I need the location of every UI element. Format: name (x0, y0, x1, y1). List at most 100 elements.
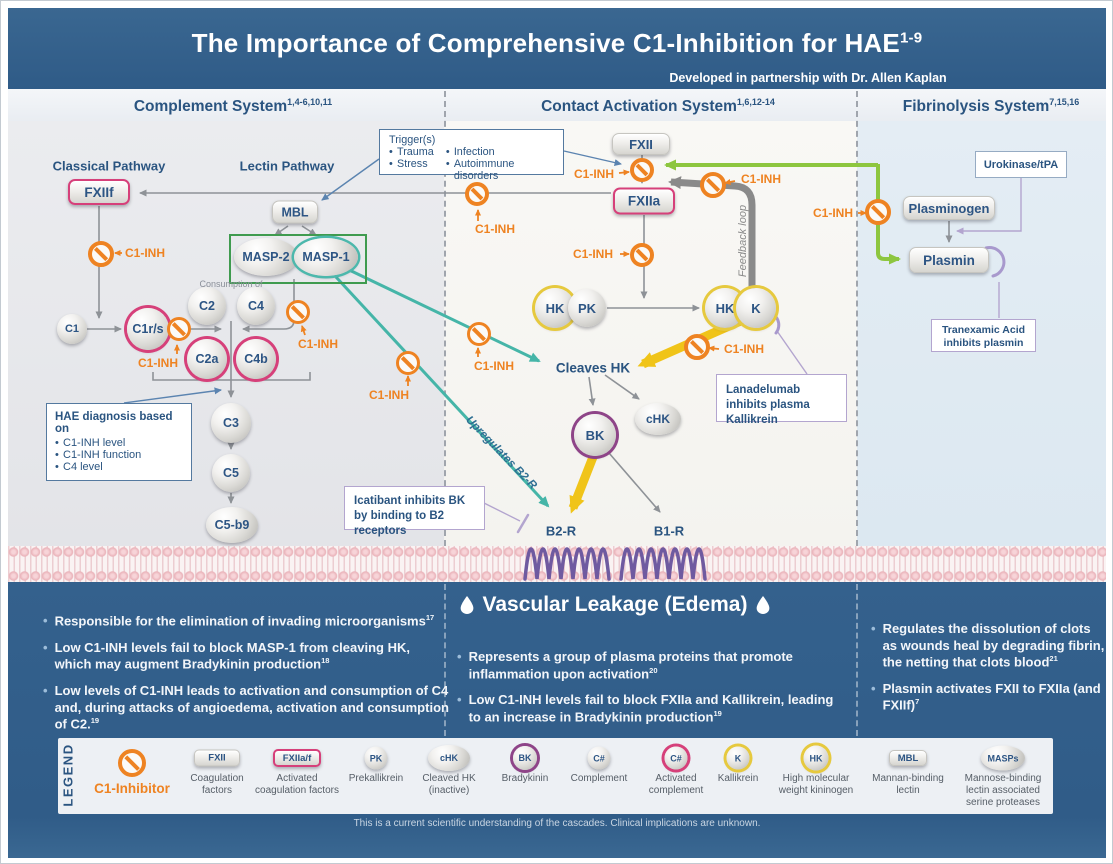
legend-title: LEGEND (60, 743, 76, 807)
node-c4b: C4b (236, 339, 276, 379)
c1-inhibitor-icon (684, 334, 710, 360)
legend-icon-complement-sphere: C# (587, 746, 611, 770)
node-fxiia: FXIIa (613, 187, 675, 215)
bullet-dot: • (43, 683, 48, 699)
bullet-dot: • (871, 621, 876, 636)
legend-icon-pk-sphere: PK (364, 746, 388, 770)
legend-label: Kallikrein (717, 773, 759, 784)
bullet-dot: • (871, 680, 876, 696)
bullet-text: Plasmin activates FXII to FXIIa (and FXI… (882, 680, 1101, 713)
node-c3: C3 (211, 403, 251, 443)
legend-icon-hk-sphere: HK (803, 745, 829, 771)
c1-inh-label: C1-INH (474, 222, 516, 236)
legend-label: Bradykinin (501, 773, 549, 784)
header-contact-system: Contact Activation System1,6,12-14 (541, 97, 775, 116)
c1-inh-label: C1-INH (812, 206, 854, 220)
system-header-strip (8, 89, 1106, 121)
node-c1rs: C1r/s (127, 308, 169, 350)
masp-group-box (229, 234, 367, 284)
header-fibrinolysis-ref: 7,15,16 (1049, 97, 1080, 107)
vascular-leakage-title: Vascular Leakage (Edema) (460, 593, 770, 617)
divider-left-dashed (444, 91, 446, 546)
c1-inh-label: C1-INH (740, 172, 782, 186)
trigger-box: Trigger(s) Trauma Stress Infection Autoi… (379, 129, 564, 182)
c1-inhibitor-icon (630, 158, 654, 182)
legend-icon-bk-sphere: BK (513, 746, 537, 770)
c1-inh-label: C1-INH (124, 246, 166, 260)
c1-inhibitor-icon (167, 317, 191, 341)
c1-inhibitor-icon (865, 199, 891, 225)
node-c5: C5 (212, 454, 250, 492)
summary-bullet: •Low C1-INH levels fail to block FXIIa a… (457, 692, 847, 725)
legend-label: Coagulation factors (190, 773, 244, 796)
c1-inhibitor-icon (467, 322, 491, 346)
classical-pathway-label: Classical Pathway (52, 158, 166, 174)
title-banner: The Importance of Comprehensive C1-Inhib… (8, 8, 1106, 89)
feedback-loop-arrow (668, 176, 756, 291)
c1-inh-label: C1-INH (297, 337, 339, 351)
legend-label: High molecular weight kininogen (778, 773, 854, 796)
vascular-leakage-text: Vascular Leakage (Edema) (482, 593, 748, 616)
legend-label: Prekallikrein (348, 773, 404, 784)
legend-label: Activated complement (648, 773, 704, 796)
header-fibrinolysis-system: Fibrinolysis System7,15,16 (903, 97, 1079, 116)
b2r-b1r-receptors (523, 547, 707, 581)
c1-inhibitor-icon (700, 172, 726, 198)
b1r-label: B1-R (653, 523, 685, 539)
water-drop-icon (756, 596, 770, 614)
complement-summary-list: • Responsible for the elimination of inva… (43, 613, 449, 743)
feedback-loop-label: Feedback loop (737, 204, 749, 278)
node-fxii: FXII (612, 133, 670, 155)
contact-summary-list: •Represents a group of plasma proteins t… (457, 649, 847, 736)
c1-inhibitor-icon (465, 182, 489, 206)
trigger-item: Trauma (389, 146, 434, 158)
legend-icon-chk-ellipse: cHK (428, 745, 470, 771)
c1-inh-label: C1-INH (572, 247, 614, 261)
cleaves-hk-label: Cleaves HK (555, 360, 631, 376)
consumption-of-label: Consumption of (199, 279, 263, 289)
node-c2: C2 (188, 287, 226, 325)
hae-box-item: C1-INH function (55, 449, 183, 461)
node-c5b9: C5-b9 (206, 507, 258, 543)
legend-label: Mannan-binding lectin (872, 773, 944, 796)
bullet-text: Responsible for the elimination of invad… (54, 613, 435, 629)
hae-box-item: C4 level (55, 461, 183, 473)
c1-inhibitor-icon (286, 300, 310, 324)
summary-bullet: •Responsible for the elimination of inva… (43, 613, 449, 630)
legend-label: Activated coagulation factors (255, 773, 339, 796)
c1-inh-label: C1-INH (137, 356, 179, 370)
header-fibrinolysis-label: Fibrinolysis System (902, 98, 1050, 116)
header-contact-label: Contact Activation System (541, 98, 737, 116)
node-c4: C4 (237, 287, 275, 325)
header-complement-system: Complement System1,4-6,10,11 (134, 97, 332, 116)
trigger-item: Stress (389, 158, 434, 170)
node-plasminogen: Plasminogen (903, 196, 995, 220)
legend-icon-masps-ellipse: MASPs (981, 745, 1025, 771)
bullet-dot: • (457, 649, 462, 664)
lanadelumab-box: Lanadelumab inhibits plasma Kallikrein (716, 374, 847, 426)
c1-inh-label: C1-INH (368, 388, 410, 402)
legend-icon-activated-complement-sphere: C# (664, 746, 688, 770)
trigger-item: Autoimmune disorders (446, 158, 554, 182)
summary-bullet: •Low levels of C1-INH leads to activatio… (43, 683, 449, 733)
c1-inhibitor-icon (88, 241, 114, 267)
legend-label-c1-inhibitor: C1-Inhibitor (94, 781, 170, 796)
masp1-teal-arrows (334, 265, 550, 508)
legend-icon-fxii-pill: FXII (194, 749, 240, 767)
c1-inh-label: C1-INH (573, 167, 615, 181)
divider-left-dashed-dark (444, 584, 446, 736)
legend-label: Complement (570, 773, 628, 784)
header-contact-ref: 1,6,12-14 (736, 97, 775, 107)
node-c2a: C2a (187, 339, 227, 379)
divider-right-dashed-dark (856, 584, 858, 736)
legend-label: Mannose-binding lectin associated serine… (964, 773, 1042, 808)
divider-right-dashed (856, 91, 858, 546)
c1-inhibitor-icon (396, 351, 420, 375)
annotation-arrows (123, 150, 622, 404)
node-hk-k-pair-k: K (736, 288, 776, 328)
lectin-pathway-label: Lectin Pathway (239, 158, 335, 174)
legend-icon-kallikrein-sphere: K (726, 746, 750, 770)
summary-bullet: • Plasmin activates FXII to FXIIa (and FX… (871, 681, 1105, 714)
node-plasmin: Plasmin (909, 247, 989, 273)
